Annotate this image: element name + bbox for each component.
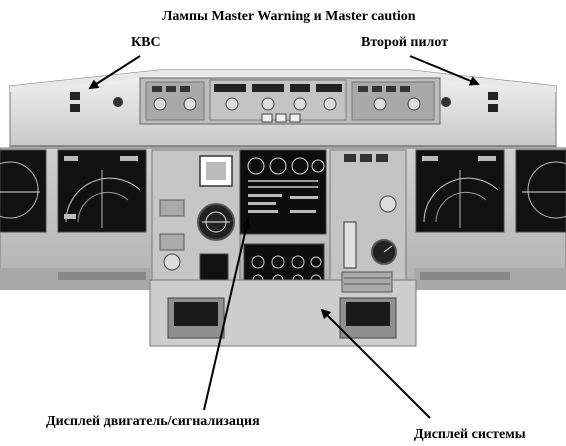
master-warning-caution-label: Лампы Master Warning и Master caution	[162, 9, 416, 24]
standby-instruments	[151, 149, 241, 283]
master-warning-lights-right	[441, 92, 498, 112]
first-officer-nd	[415, 149, 505, 233]
pedestal	[149, 271, 417, 347]
captain-label: КВС	[131, 35, 161, 50]
engine-warning-display-label: Дисплей двигатель/сигнализация	[46, 414, 260, 429]
system-display-label: Дисплей системы	[414, 427, 526, 442]
captain-nd	[57, 149, 147, 233]
first-officer-pfd	[515, 149, 566, 233]
annotation-arrows	[88, 55, 480, 419]
fcu-panel	[139, 77, 441, 125]
master-warning-lights-left	[70, 92, 123, 112]
captain-pfd	[0, 149, 47, 233]
first-officer-label: Второй пилот	[361, 35, 449, 50]
upper-ecam-display	[239, 149, 327, 235]
center-right-panel	[329, 149, 407, 281]
